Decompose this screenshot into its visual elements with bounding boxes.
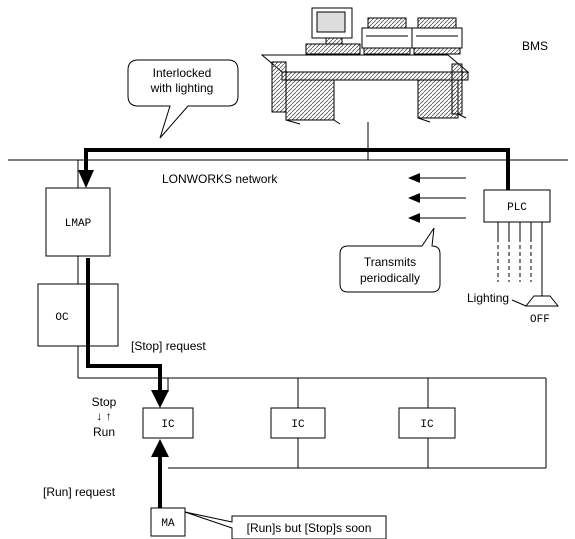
interlock-signal-path	[84, 148, 510, 190]
run-request-arrow-head	[151, 439, 169, 457]
run-label: Run	[93, 425, 115, 439]
plc-label: PLC	[507, 202, 527, 214]
ic-box-1	[142, 407, 194, 439]
ic-bus	[77, 346, 547, 469]
off-label: OFF	[530, 314, 550, 326]
stop-request-arrow-head	[151, 390, 169, 408]
callout-interlocked-line2: with lighting	[150, 81, 214, 95]
interlock-arrow-head	[78, 170, 94, 188]
periodic-transmission-arrows	[408, 173, 466, 223]
ic-label-1: IC	[161, 419, 175, 431]
stop-request-label: [Stop] request	[131, 339, 206, 353]
ma-note-text: [Run]s but [Stop]s soon	[247, 521, 372, 535]
ic-box-3	[398, 407, 456, 439]
transmits-callout: Transmits periodically	[339, 227, 441, 293]
lmap-box	[45, 187, 111, 257]
lmap-label: LMAP	[65, 218, 92, 230]
stop-request-path	[86, 258, 162, 390]
ma-note-callout: [Run]s but [Stop]s soon	[184, 511, 387, 539]
ic-box-2	[270, 407, 326, 439]
run-request-label: [Run] request	[43, 485, 116, 499]
stop-run-arrows: ↓ ↑	[96, 409, 111, 423]
lamp-icon	[524, 295, 560, 307]
network-label: LONWORKS network	[162, 172, 278, 186]
oc-box	[37, 283, 119, 347]
plc-box	[483, 189, 551, 223]
ma-box	[150, 507, 186, 537]
interlocked-callout: Interlocked with lighting	[127, 59, 239, 139]
lighting-label: Lighting	[467, 291, 509, 305]
ic-label-3: IC	[420, 419, 434, 431]
plc-output-lines	[497, 222, 543, 296]
callout-interlocked-line1: Interlocked	[153, 66, 212, 80]
stop-label: Stop	[92, 395, 117, 409]
ic-label-2: IC	[291, 419, 305, 431]
callout-transmits-line1: Transmits	[364, 255, 416, 269]
oc-label: OC	[55, 312, 69, 324]
bms-label: BMS	[522, 39, 548, 53]
callout-transmits-line2: periodically	[360, 271, 420, 285]
bms-workstation-illustration	[260, 7, 470, 125]
ma-label: MA	[161, 518, 175, 530]
